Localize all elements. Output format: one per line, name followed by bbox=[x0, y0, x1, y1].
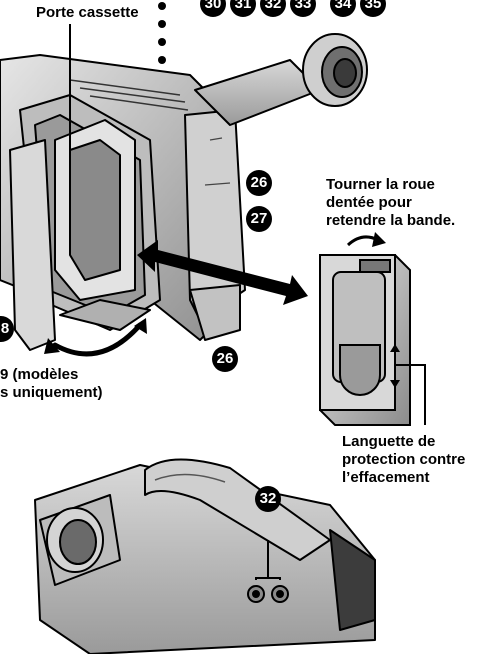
cassette bbox=[320, 255, 410, 425]
callout-26-top: 26 bbox=[246, 170, 272, 196]
callout-35: 35 bbox=[360, 0, 386, 17]
models-note-line-1: 9 (modèles bbox=[0, 366, 78, 383]
camcorder-top bbox=[0, 34, 367, 350]
wheel-instruction-line-3: retendre la bande. bbox=[326, 212, 455, 229]
callout-31: 31 bbox=[230, 0, 256, 17]
callout-27: 27 bbox=[246, 206, 272, 232]
callout-32-top: 32 bbox=[260, 0, 286, 17]
callout-26-bottom: 26 bbox=[212, 346, 238, 372]
erase-tab-line-3: l’effacement bbox=[342, 469, 430, 486]
models-note-line-2: s uniquement) bbox=[0, 384, 103, 401]
callout-30: 30 bbox=[200, 0, 226, 17]
callout-29-partial: 9 bbox=[0, 366, 8, 383]
callout-33: 33 bbox=[290, 0, 316, 17]
camcorder-bottom bbox=[35, 459, 375, 654]
cassette-holder-label: Porte cassette bbox=[36, 4, 139, 21]
callout-28-partial: 8 bbox=[0, 316, 14, 342]
erase-tab-line-2: protection contre bbox=[342, 451, 465, 468]
wheel-instruction-line-1: Tourner la roue bbox=[326, 176, 435, 193]
callout-34: 34 bbox=[330, 0, 356, 17]
callout-32: 32 bbox=[255, 486, 281, 512]
erase-tab-line-1: Languette de bbox=[342, 433, 435, 450]
wheel-instruction-line-2: dentée pour bbox=[326, 194, 412, 211]
door-swing-arrow bbox=[55, 325, 140, 354]
models-note-text-1: (modèles bbox=[13, 366, 79, 383]
